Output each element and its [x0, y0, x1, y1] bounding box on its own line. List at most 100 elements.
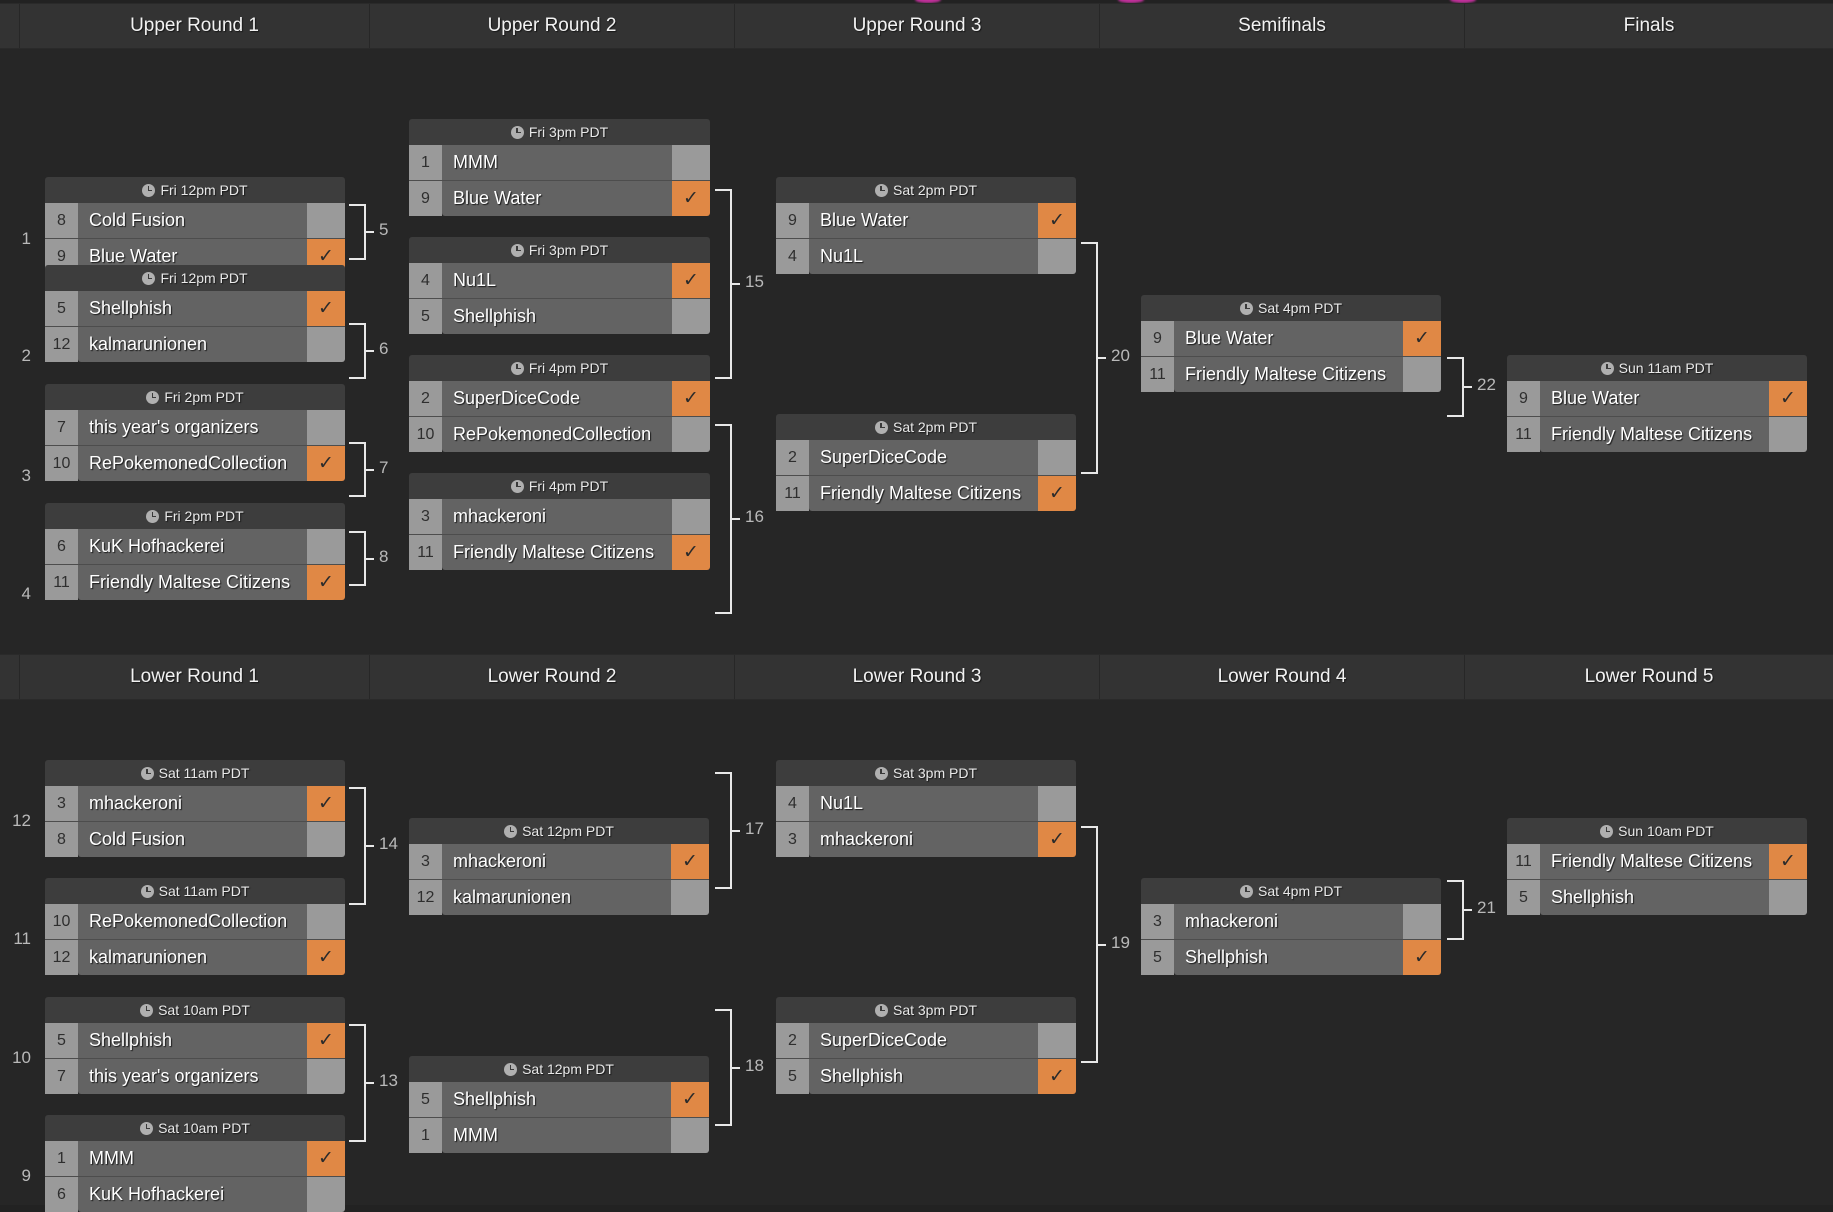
team-name: KuK Hofhackerei — [78, 529, 307, 564]
match-time-row: Sun 11am PDT — [1507, 355, 1807, 381]
winner-check-icon: ✓ — [672, 181, 710, 216]
result-cell — [307, 529, 345, 564]
winner-check-icon: ✓ — [1403, 321, 1441, 356]
team-seed: 3 — [45, 786, 78, 821]
match-time-label: Sun 11am PDT — [1618, 360, 1714, 376]
winner-check-icon: ✓ — [1038, 822, 1076, 857]
clock-icon — [142, 183, 156, 197]
winner-check-icon: ✓ — [672, 381, 710, 416]
result-cell — [671, 880, 709, 915]
match-time-label: Sat 4pm PDT — [1257, 883, 1343, 899]
team-seed: 11 — [45, 565, 78, 600]
bracket-connector-stub — [1098, 943, 1106, 946]
round-header-semifinals: Semifinals — [1100, 4, 1465, 48]
bracket-connector — [1447, 357, 1464, 417]
team-name: MMM — [442, 1118, 671, 1153]
match-index-4: 4 — [21, 584, 31, 603]
match-number-19: 19 — [1111, 932, 1130, 952]
match-number-5: 5 — [379, 220, 389, 239]
team-name: mhackeroni — [442, 499, 672, 534]
match-number-14: 14 — [379, 834, 398, 853]
match-number-16: 16 — [745, 507, 764, 526]
team-seed: 5 — [1141, 940, 1174, 975]
team-seed: 11 — [1507, 417, 1540, 452]
bracket-connector — [349, 787, 366, 905]
clock-icon — [504, 824, 518, 838]
team-seed: 10 — [45, 446, 78, 481]
